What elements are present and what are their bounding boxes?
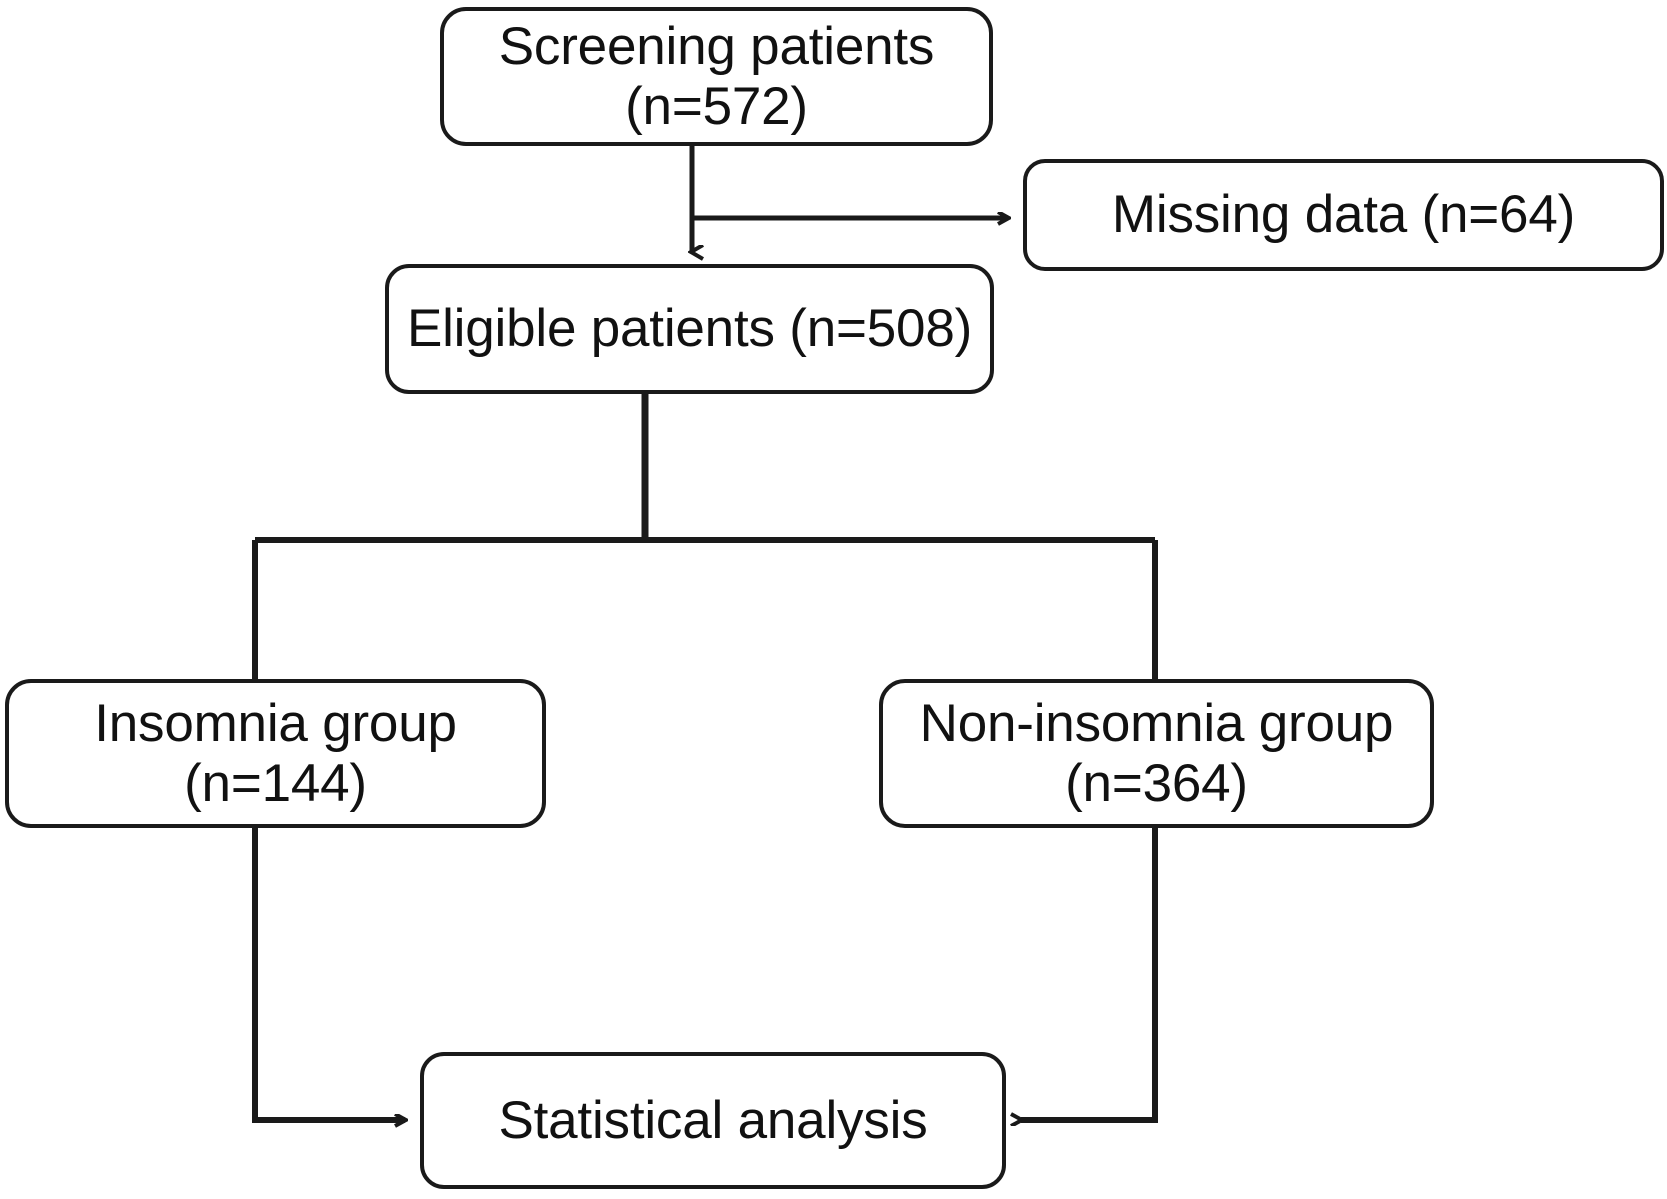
edge-eligible-split (252, 394, 1158, 679)
node-statistical-analysis: Statistical analysis (420, 1052, 1006, 1189)
node-screening-patients-label: Screening patients (n=572) (498, 17, 935, 136)
node-insomnia-group-label: Insomnia group (n=144) (94, 694, 457, 813)
node-insomnia-group: Insomnia group (n=144) (5, 679, 546, 828)
edge-insomnia-to-statistical (252, 828, 405, 1120)
node-missing-data-label: Missing data (n=64) (1111, 185, 1576, 245)
node-eligible-patients-label: Eligible patients (n=508) (406, 299, 973, 359)
node-missing-data: Missing data (n=64) (1023, 159, 1664, 271)
edge-noninsomnia-to-statistical (1021, 828, 1158, 1120)
node-eligible-patients: Eligible patients (n=508) (385, 264, 994, 394)
node-non-insomnia-group-label: Non-insomnia group (n=364) (919, 694, 1394, 813)
node-statistical-analysis-label: Statistical analysis (498, 1090, 928, 1150)
node-screening-patients: Screening patients (n=572) (440, 7, 993, 146)
node-non-insomnia-group: Non-insomnia group (n=364) (879, 679, 1434, 828)
